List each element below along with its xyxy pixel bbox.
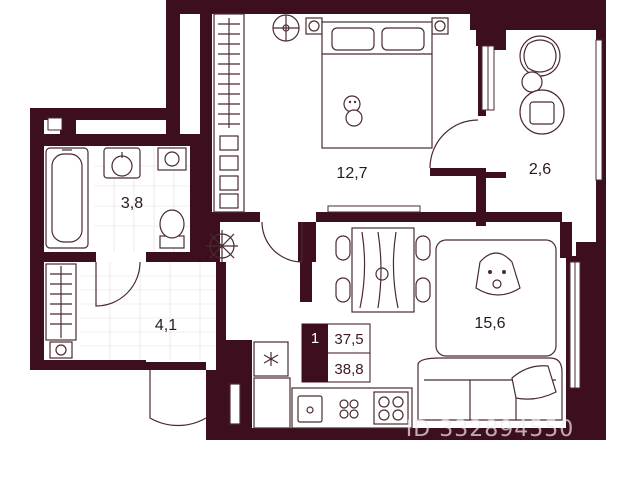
wall-left-top [30, 108, 180, 120]
washing-machine-icon [49, 341, 73, 359]
area-badge: 1 37,5 38,8 [301, 323, 371, 383]
wall-kitchen-inner [300, 262, 312, 302]
balcony-area-label: 2,6 [529, 161, 551, 178]
hallway: 4,1 [45, 230, 238, 427]
chair-icon [335, 235, 431, 303]
badge-total-area: 38,8 [334, 361, 363, 378]
wall-hall-bottom [30, 360, 146, 370]
badge-living-area: 37,5 [334, 331, 363, 348]
window-bedroom-bottom [327, 205, 421, 213]
toilet-icon [159, 209, 185, 249]
stove-icon [373, 391, 409, 425]
bed-icon [321, 21, 433, 149]
fridge-icon [253, 341, 289, 377]
wall-bath-bottom-right [146, 252, 200, 262]
hallway-brick-floor [80, 262, 216, 360]
wall-kitchen-right [560, 222, 572, 258]
balcony: 2,6 [519, 35, 565, 178]
window-balcony [595, 39, 603, 181]
plant-icon [206, 230, 238, 262]
wall-bottom [220, 428, 606, 440]
kitchen-sink-icon [297, 395, 323, 423]
windows [47, 39, 603, 389]
dining-table-icon [351, 227, 415, 313]
wall-kitchen-left-top [298, 222, 316, 262]
wall-balcony-bottom [476, 170, 486, 226]
wall-right-top-corner [590, 0, 606, 30]
bedroom: 12,7 [213, 13, 479, 263]
wall-hall-left [30, 262, 44, 368]
round-table-icon [521, 71, 543, 93]
washing-machine-icon [157, 147, 187, 171]
wall-hall-right-top [200, 218, 220, 262]
radiator-icon [229, 383, 241, 425]
wall-bedroom-left [166, 0, 180, 134]
bathtub-icon [45, 147, 89, 249]
wardrobe-icon [45, 263, 77, 341]
ceiling-fan-icon [272, 14, 300, 42]
plush-toy-icon [343, 95, 363, 127]
wall-bath-right [190, 134, 200, 260]
kitchen-living-area-label: 15,6 [474, 315, 505, 332]
badge-rooms-cell [302, 324, 328, 382]
bathroom-door [95, 261, 141, 307]
kitchen-living: 15,6 [229, 227, 563, 429]
armchair-icon [519, 35, 561, 77]
wall-hall-right [216, 262, 226, 370]
entrance-door [149, 370, 207, 427]
oven-icon [339, 399, 359, 419]
armchair-icon [519, 89, 565, 135]
wall-top [166, 0, 480, 14]
balcony-door [429, 119, 479, 169]
bathroom-area-label: 3,8 [121, 195, 143, 212]
wall-right-outer [576, 242, 606, 440]
bathroom: 3,8 [45, 146, 190, 252]
wall-bedroom-bottom-right [316, 212, 562, 222]
wall-top-right [470, 0, 600, 30]
wardrobe-icon [213, 13, 245, 213]
sofa-icon [417, 357, 563, 421]
wall-bedroom-left-lower [200, 14, 212, 218]
wall-left-top2 [60, 120, 76, 134]
wall-bedroom-bottom-left [200, 212, 260, 222]
wall-bedroom-balcony-sep [430, 168, 486, 176]
bedroom-door [261, 221, 303, 263]
sink-icon [103, 147, 141, 179]
badge-rooms-count: 1 [311, 330, 319, 347]
wall-balcony-top [486, 30, 506, 50]
cushion-icon [475, 252, 521, 296]
watermark: ID 332894550 [406, 417, 574, 442]
bedroom-area-label: 12,7 [336, 165, 367, 182]
wall-balcony-bottom-h [486, 172, 506, 178]
wall-entrance-right [206, 370, 220, 440]
hallway-area-label: 4,1 [155, 317, 177, 334]
window-left-bath [47, 117, 63, 131]
wall-left-bath-top [44, 134, 200, 146]
rug-icon [435, 239, 557, 357]
wall-kitchen-under-hall [226, 350, 252, 370]
wall-bath-bottom-left [44, 252, 96, 262]
wall-bedroom-right [476, 14, 486, 46]
